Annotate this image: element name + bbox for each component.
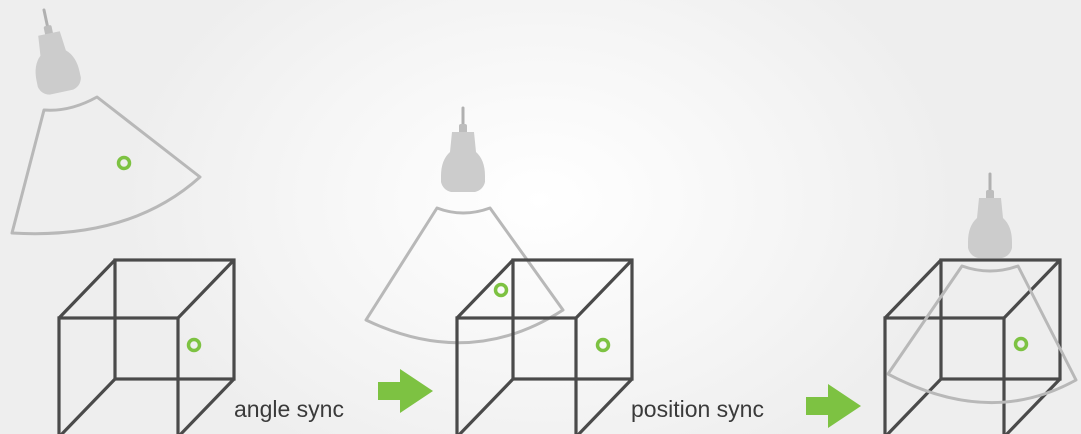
target-circle-icon [595,337,611,353]
target-circle-icon [116,155,132,171]
ultrasound-fan [886,264,1078,405]
right-arrow-icon [378,369,433,413]
stage-2 [364,106,634,434]
ultrasound-probe-icon [966,172,1014,260]
ultrasound-probe-icon [20,3,85,99]
target-circle-icon [186,337,202,353]
stage-1 [10,3,236,434]
target-circle-icon [493,282,509,298]
wireframe-cube-icon [57,258,236,434]
ultrasound-fan [364,206,565,345]
right-arrow-icon [806,384,861,428]
angle-sync-label: angle sync [234,396,344,422]
ultrasound-probe-icon [439,106,487,194]
stage-3 [883,172,1078,434]
target-circle-icon [1013,336,1029,352]
position-sync-label: position sync [631,396,764,422]
ultrasound-fan [10,95,202,236]
wireframe-cube-icon [883,258,1062,434]
